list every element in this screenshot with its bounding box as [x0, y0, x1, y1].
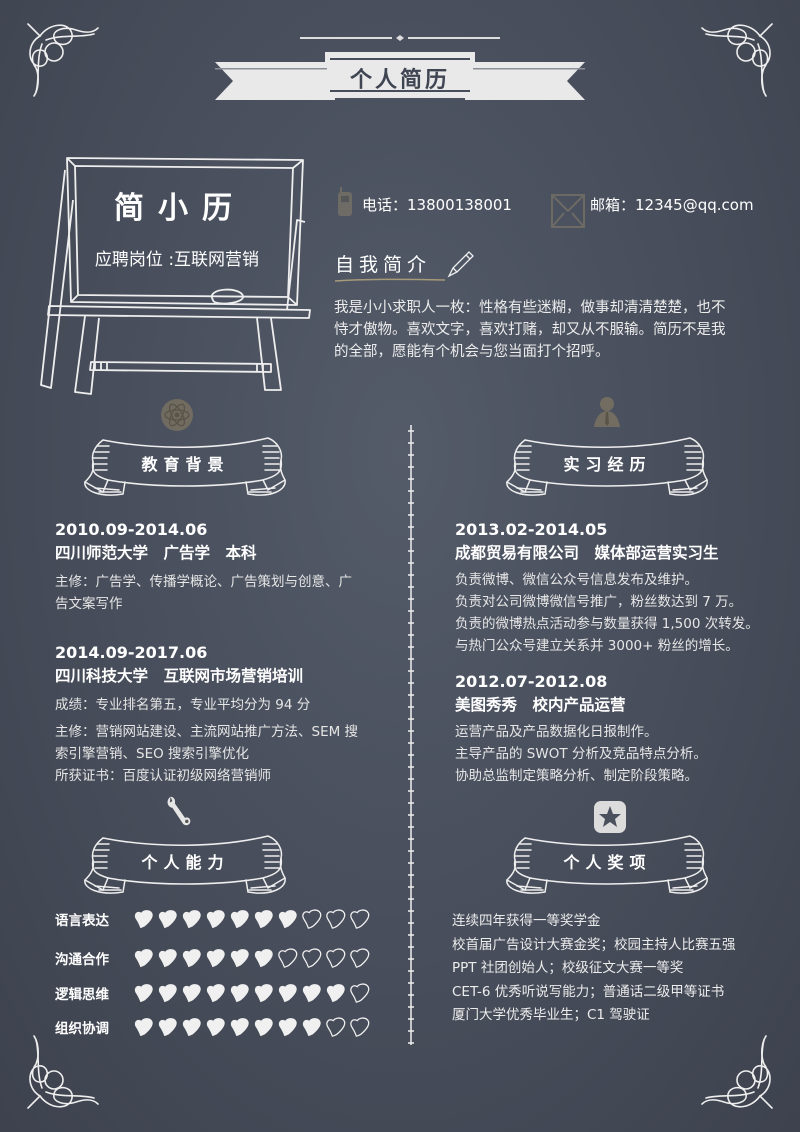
- section-ribbon-internship: 实习经历: [495, 432, 720, 502]
- heart-filled-icon: [253, 948, 275, 968]
- heart-filled-icon: [253, 909, 275, 929]
- corner-ornament-icon: [700, 1034, 790, 1124]
- skill-row: 逻辑思维: [55, 981, 371, 1005]
- section-heading: 实习经历: [563, 455, 652, 474]
- section-heading: 教育背景: [141, 455, 230, 474]
- blackboard-easel-icon: [40, 157, 311, 395]
- heart-empty-icon: [349, 983, 371, 1003]
- education-entry: 2014.09-2017.06 四川科技大学 互联网市场营销培训 成绩：专业排名…: [55, 643, 359, 784]
- section-heading: 个人能力: [141, 853, 230, 872]
- heart-filled-icon: [205, 983, 227, 1003]
- heart-empty-icon: [325, 948, 347, 968]
- heart-filled-icon: [301, 1017, 323, 1037]
- heart-filled-icon: [181, 909, 203, 929]
- intro-paragraph: 我是小小求职人一枚：性格有些迷糊，做事却清清楚楚，也不 恃才傲物。喜欢文字，喜欢…: [334, 300, 726, 360]
- heart-filled-icon: [181, 948, 203, 968]
- vertical-divider: [408, 425, 414, 1045]
- heart-filled-icon: [325, 983, 347, 1003]
- envelope-icon: [551, 194, 585, 228]
- heart-empty-icon: [325, 1017, 347, 1037]
- heart-filled-icon: [133, 1017, 155, 1037]
- heart-filled-icon: [133, 983, 155, 1003]
- target-position: 应聘岗位 :互联网营销: [94, 250, 260, 270]
- heart-filled-icon: [277, 1017, 299, 1037]
- internship-entry: 2013.02-2014.05 成都贸易有限公司 媒体部运营实习生 负责微博、微…: [455, 520, 759, 654]
- email-address: 邮箱：12345@qq.com: [590, 196, 754, 214]
- page-title: 个人简历: [349, 68, 450, 93]
- heart-empty-icon: [301, 948, 323, 968]
- section-heading: 个人奖项: [563, 853, 652, 872]
- section-ribbon-skills: 个人能力: [73, 830, 298, 900]
- heart-filled-icon: [253, 983, 275, 1003]
- heart-filled-icon: [301, 983, 323, 1003]
- section-ribbon-education: 教育背景: [73, 432, 298, 502]
- heart-filled-icon: [157, 948, 179, 968]
- skill-rating: [133, 948, 371, 968]
- award-item: 连续四年获得一等奖学金: [452, 913, 601, 929]
- person-tie-icon: [594, 397, 620, 427]
- heart-empty-icon: [325, 909, 347, 929]
- heart-filled-icon: [229, 983, 251, 1003]
- wrench-icon: [167, 796, 191, 826]
- chalk-underline: [335, 278, 445, 282]
- heart-filled-icon: [229, 948, 251, 968]
- top-rule-ornament: [300, 35, 500, 41]
- heart-filled-icon: [157, 909, 179, 929]
- heart-empty-icon: [349, 948, 371, 968]
- pencil-icon: [447, 251, 474, 278]
- skill-row: 沟通合作: [55, 946, 371, 970]
- skill-row: 语言表达: [55, 907, 371, 931]
- heart-filled-icon: [157, 1017, 179, 1037]
- heart-empty-icon: [349, 909, 371, 929]
- award-item: 厦门大学优秀毕业生；C1 驾驶证: [452, 1007, 650, 1023]
- heart-filled-icon: [205, 1017, 227, 1037]
- award-item: CET-6 优秀听说写能力；普通话二级甲等证书: [452, 983, 725, 1000]
- corner-ornament-icon: [700, 8, 790, 98]
- heart-filled-icon: [229, 1017, 251, 1037]
- title-banner: 个人简历: [215, 50, 585, 110]
- skill-rating: [133, 1017, 371, 1037]
- heart-empty-icon: [301, 909, 323, 929]
- heart-filled-icon: [133, 948, 155, 968]
- internship-entry: 2012.07-2012.08 美图秀秀 校内产品运营 运营产品及产品数据化日报…: [455, 672, 707, 784]
- star-badge-icon: [594, 801, 626, 833]
- skill-rating: [133, 909, 371, 929]
- skill-rating: [133, 983, 371, 1003]
- phone-icon: [338, 187, 352, 216]
- heart-filled-icon: [181, 1017, 203, 1037]
- education-entry: 2010.09-2014.06 四川师范大学 广告学 本科 主修：广告学、传播学…: [55, 520, 352, 612]
- heart-filled-icon: [157, 983, 179, 1003]
- awards-list: 连续四年获得一等奖学金 校首届广告设计大赛金奖；校园主持人比赛五强 PPT 社团…: [452, 910, 782, 1028]
- section-ribbon-awards: 个人奖项: [495, 830, 720, 900]
- candidate-name: 简小历: [114, 191, 246, 226]
- heart-filled-icon: [205, 909, 227, 929]
- heart-filled-icon: [277, 983, 299, 1003]
- heart-filled-icon: [133, 909, 155, 929]
- heart-filled-icon: [277, 909, 299, 929]
- corner-ornament-icon: [10, 1034, 100, 1124]
- heart-filled-icon: [253, 1017, 275, 1037]
- heart-empty-icon: [349, 1017, 371, 1037]
- heart-empty-icon: [277, 948, 299, 968]
- skill-row: 组织协调: [55, 1015, 371, 1039]
- heart-filled-icon: [229, 909, 251, 929]
- award-item: 校首届广告设计大赛金奖；校园主持人比赛五强: [452, 936, 736, 953]
- intro-heading: 自我简介: [335, 254, 432, 276]
- award-item: PPT 社团创始人；校级征文大赛一等奖: [452, 960, 684, 976]
- heart-filled-icon: [205, 948, 227, 968]
- corner-ornament-icon: [10, 8, 100, 98]
- atom-icon: [161, 399, 193, 431]
- phone-number: 电话：13800138001: [362, 196, 512, 214]
- heart-filled-icon: [181, 983, 203, 1003]
